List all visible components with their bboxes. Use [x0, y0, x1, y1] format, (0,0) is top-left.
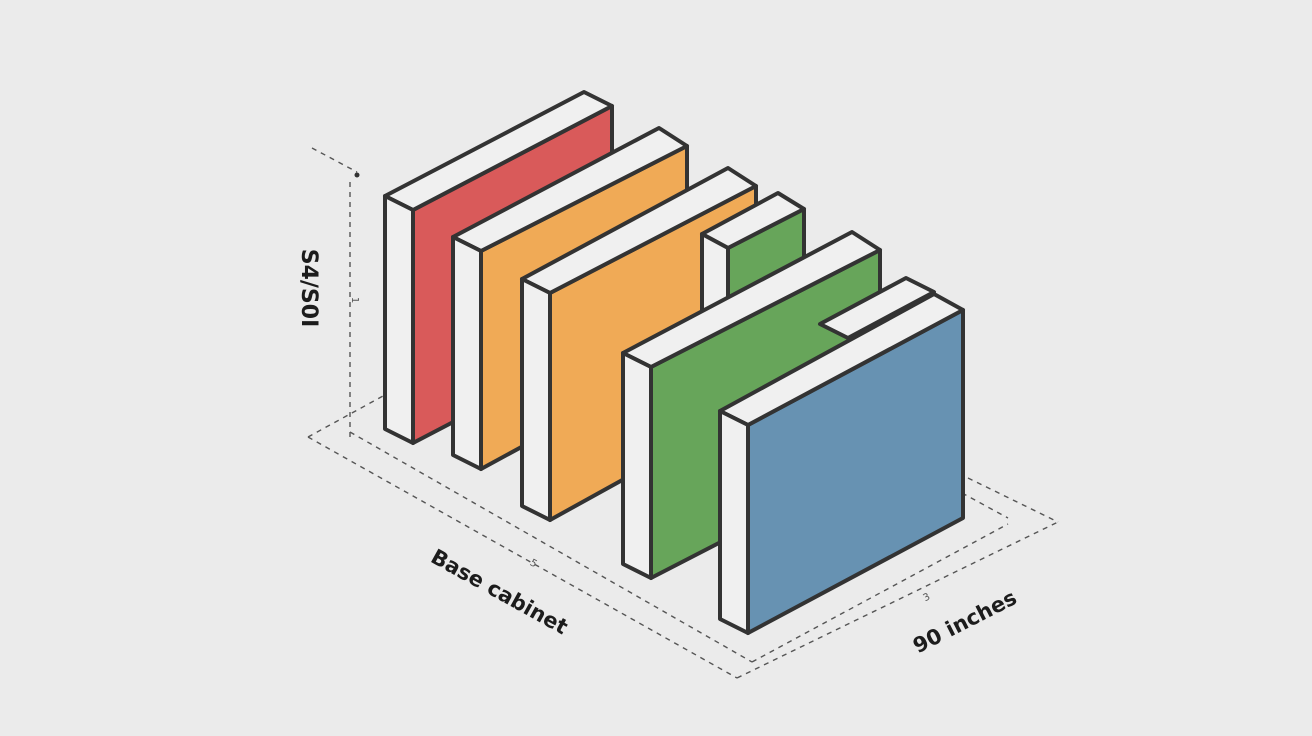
panel-orange-1-side: [451, 235, 483, 471]
height-guide-top: [311, 147, 358, 173]
base-cabinet-label: Base cabinet: [427, 544, 572, 639]
base-outline: [307, 395, 384, 438]
panel-green-2-side: [621, 351, 653, 580]
base-tick-mark: 5: [528, 557, 539, 570]
height-tick-mark: 1: [349, 297, 360, 303]
panel-orange-2-side: [520, 277, 552, 522]
height-guide-dot: [354, 172, 360, 178]
panel-blue-side: [718, 409, 750, 635]
width-inner-line: [751, 523, 1009, 663]
width-tick-mark: 3: [922, 591, 933, 604]
height-label: S4/S0I: [296, 249, 321, 328]
base-inner-line: [349, 431, 753, 663]
panel-blue: [718, 276, 965, 635]
panel-red-side: [383, 194, 415, 445]
width-end-line-inner: [961, 492, 1009, 519]
width-end-line: [967, 477, 1059, 523]
dimension-lines: [307, 147, 1059, 679]
base-depth-line: [307, 436, 738, 679]
panel-blue-back-top: [818, 276, 936, 340]
